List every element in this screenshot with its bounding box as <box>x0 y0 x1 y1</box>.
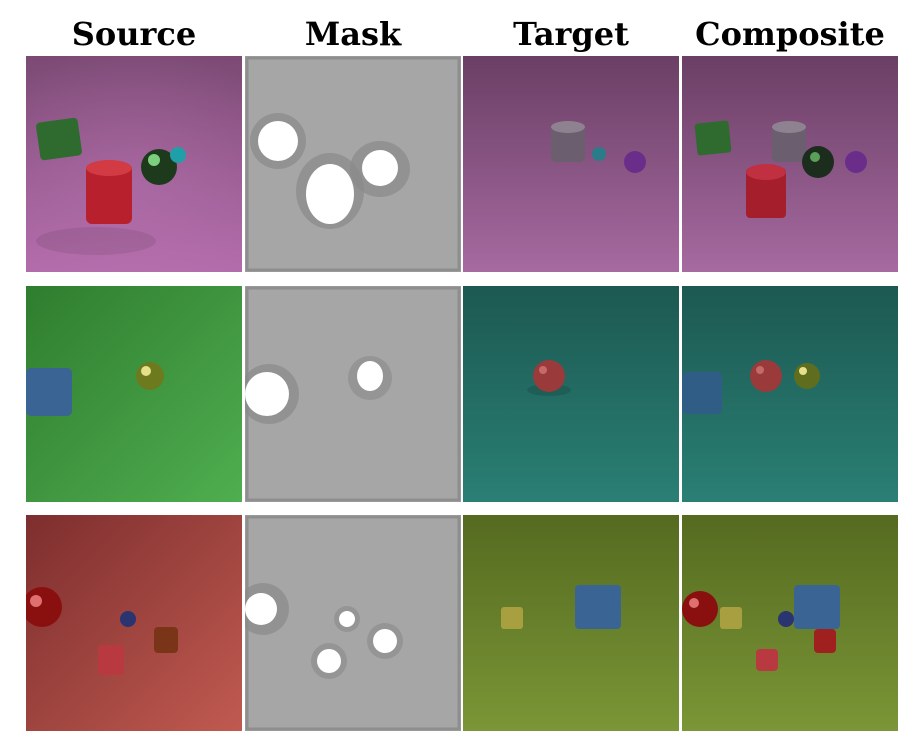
row3-source-image <box>26 515 242 731</box>
row3-composite-image <box>682 515 898 731</box>
row2-target-image <box>463 286 679 502</box>
row2-composite-image <box>682 286 898 502</box>
row3-target-image <box>463 515 679 731</box>
column-header-composite: Composite <box>695 15 885 53</box>
row2-mask-image <box>245 286 461 502</box>
row1-composite-image <box>682 56 898 272</box>
row1-target-image <box>463 56 679 272</box>
column-header-mask: Mask <box>304 15 402 53</box>
row2-source-image <box>26 286 242 502</box>
row3-mask-image <box>245 515 461 731</box>
row1-mask-image <box>245 56 461 272</box>
column-header-source: Source <box>71 15 197 53</box>
column-header-target: Target <box>513 15 629 53</box>
row1-source-image <box>26 56 242 272</box>
